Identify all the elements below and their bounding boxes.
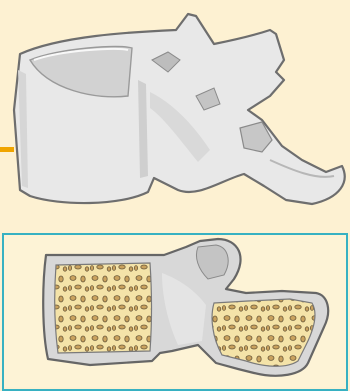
vertebra-exterior-panel	[0, 0, 350, 233]
pointer-marker	[0, 147, 14, 152]
cross-section-frame	[2, 233, 348, 391]
vertebra-outline	[14, 14, 345, 204]
vertebra-exterior-illustration	[0, 0, 350, 233]
